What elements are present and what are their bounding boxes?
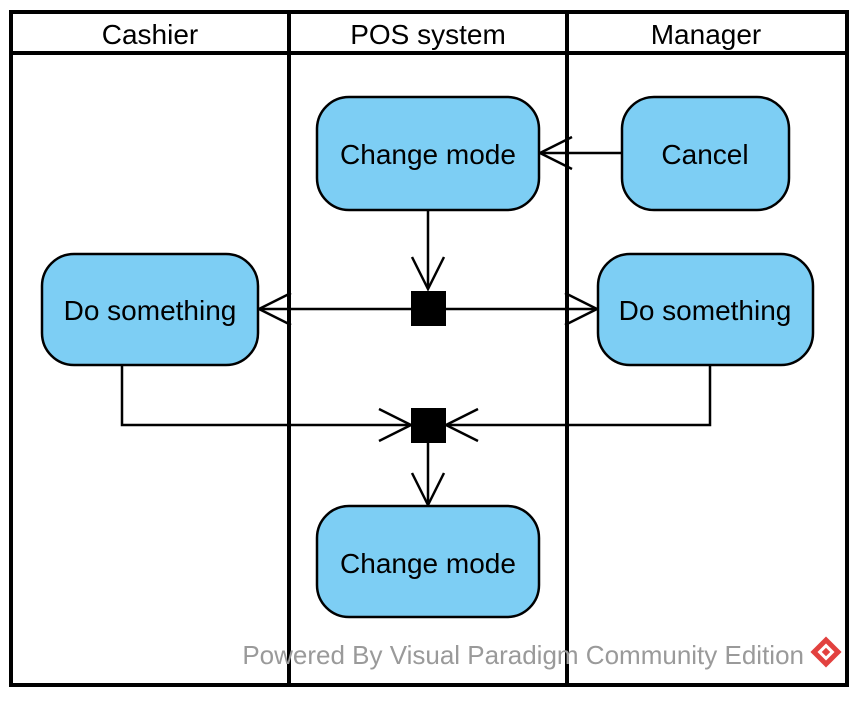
action-label: Change mode — [340, 548, 516, 579]
visual-paradigm-logo-icon — [810, 636, 842, 668]
action-do-something-manager[interactable]: Do something — [596, 252, 815, 367]
edge-do-something-cashier-to-join — [120, 365, 411, 427]
action-label: Do something — [64, 295, 237, 326]
action-cancel[interactable]: Cancel — [620, 95, 791, 212]
lane-title-manager: Manager — [651, 19, 762, 50]
arrowhead-fork — [410, 256, 446, 292]
edge-do-something-manager-to-join — [446, 365, 712, 427]
lane-title-cashier: Cashier — [102, 19, 198, 50]
action-label: Cancel — [661, 139, 748, 170]
diagram-frame — [9, 10, 849, 687]
action-change-mode-bottom[interactable]: Change mode — [315, 504, 541, 619]
action-do-something-cashier[interactable]: Do something — [40, 252, 260, 367]
fork-bar — [411, 291, 446, 326]
action-label: Change mode — [340, 139, 516, 170]
lane-title-pos-system: POS system — [350, 19, 506, 50]
action-change-mode-top[interactable]: Change mode — [315, 95, 541, 212]
action-label: Do something — [619, 295, 792, 326]
join-bar — [411, 408, 446, 443]
watermark-text: Powered By Visual Paradigm Community Edi… — [242, 640, 804, 670]
